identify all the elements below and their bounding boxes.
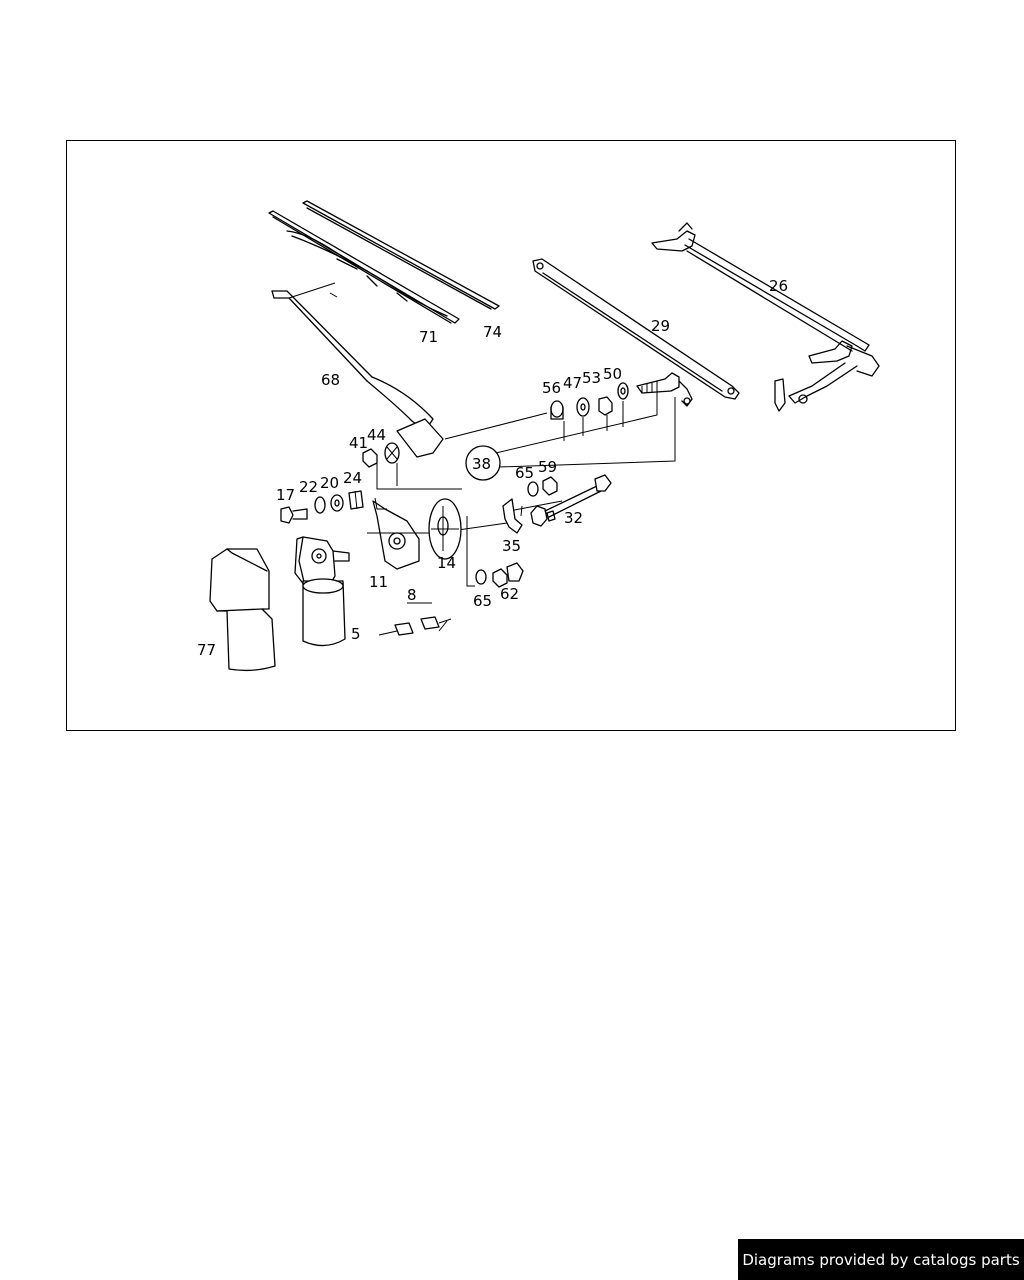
callout-62: 62 <box>500 585 519 603</box>
callout-labels: 71 74 29 26 68 56 47 53 50 41 44 38 65 5… <box>197 277 788 659</box>
wiper-motor-5 <box>294 536 350 647</box>
linkage-assembly-26 <box>651 222 880 412</box>
callout-74: 74 <box>483 323 502 341</box>
callout-68: 68 <box>321 371 340 389</box>
callout-65-lower: 65 <box>473 592 492 610</box>
hardware-stack <box>550 382 629 420</box>
callout-20: 20 <box>320 474 339 492</box>
bracket-plate-11 <box>367 500 508 570</box>
wiper-refill-74 <box>302 200 500 310</box>
diagram-drawing: 71 74 29 26 68 56 47 53 50 41 44 38 65 5… <box>197 200 880 672</box>
washer-bolt-65-62 <box>475 562 524 588</box>
callout-22: 22 <box>299 478 318 496</box>
credit-banner: Diagrams provided by catalogs parts <box>738 1239 1024 1280</box>
callout-44: 44 <box>367 426 386 444</box>
wiper-blade-71 <box>268 210 460 324</box>
callout-65-upper: 65 <box>515 464 534 482</box>
parts-diagram: 71 74 29 26 68 56 47 53 50 41 44 38 65 5… <box>66 140 956 731</box>
callout-5: 5 <box>351 625 361 643</box>
callout-56: 56 <box>542 379 561 397</box>
callout-59: 59 <box>538 458 557 476</box>
leader-lines <box>374 384 676 632</box>
callout-71: 71 <box>419 328 438 346</box>
callout-11: 11 <box>369 573 388 591</box>
linkage-rod-29 <box>532 258 740 400</box>
callout-24: 24 <box>343 469 362 487</box>
callout-38: 38 <box>472 455 491 473</box>
callout-41: 41 <box>349 434 368 452</box>
callout-26: 26 <box>769 277 788 295</box>
nut-washer-41-44 <box>362 442 400 468</box>
callout-50: 50 <box>603 365 622 383</box>
bolt-group-17-24 <box>280 490 364 524</box>
callout-14: 14 <box>437 554 456 572</box>
callout-circle-38 <box>465 445 501 481</box>
callout-32: 32 <box>564 509 583 527</box>
carbon-brushes-8 <box>378 616 452 636</box>
pivot-shaft <box>636 372 693 407</box>
callout-77: 77 <box>197 641 216 659</box>
motor-cover-77 <box>209 548 276 672</box>
callout-29: 29 <box>651 317 670 335</box>
wiper-arm-68 <box>271 282 444 458</box>
callout-17: 17 <box>276 486 295 504</box>
bracket-35 <box>502 476 558 534</box>
callout-53: 53 <box>582 369 601 387</box>
callout-35: 35 <box>502 537 521 555</box>
callout-47: 47 <box>563 374 582 392</box>
callout-8: 8 <box>407 586 417 604</box>
crank-disc-14 <box>428 498 462 560</box>
link-rod-32 <box>530 474 612 527</box>
